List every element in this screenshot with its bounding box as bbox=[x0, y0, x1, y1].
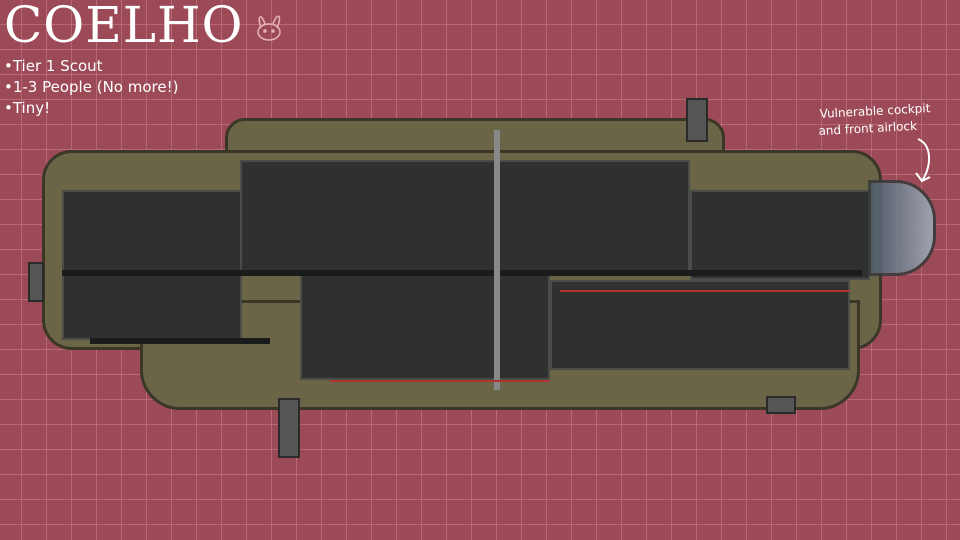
wire bbox=[330, 380, 550, 382]
submarine-title: COELHO bbox=[4, 0, 244, 54]
feature-item: •Tiny! bbox=[4, 99, 51, 117]
rear-airlock bbox=[28, 262, 44, 302]
upper-deck bbox=[240, 160, 690, 275]
cargo-bay bbox=[300, 270, 550, 380]
cockpit-window bbox=[868, 180, 936, 276]
lower-deck bbox=[550, 280, 850, 370]
wire bbox=[560, 290, 850, 292]
floor bbox=[62, 270, 862, 276]
feature-item: •Tier 1 Scout bbox=[4, 57, 103, 75]
turret-top bbox=[686, 98, 708, 142]
floor bbox=[90, 338, 270, 344]
feature-item: •1-3 People (No more!) bbox=[4, 78, 179, 96]
feature-list: •Tier 1 Scout •1-3 People (No more!) •Ti… bbox=[4, 56, 178, 119]
engine-room bbox=[62, 190, 242, 340]
turret-bottom bbox=[278, 398, 300, 458]
ladder bbox=[494, 130, 500, 390]
bunny-icon bbox=[257, 15, 281, 41]
docking-port bbox=[766, 396, 796, 414]
front-room bbox=[690, 190, 870, 280]
arrow-icon bbox=[915, 138, 931, 183]
